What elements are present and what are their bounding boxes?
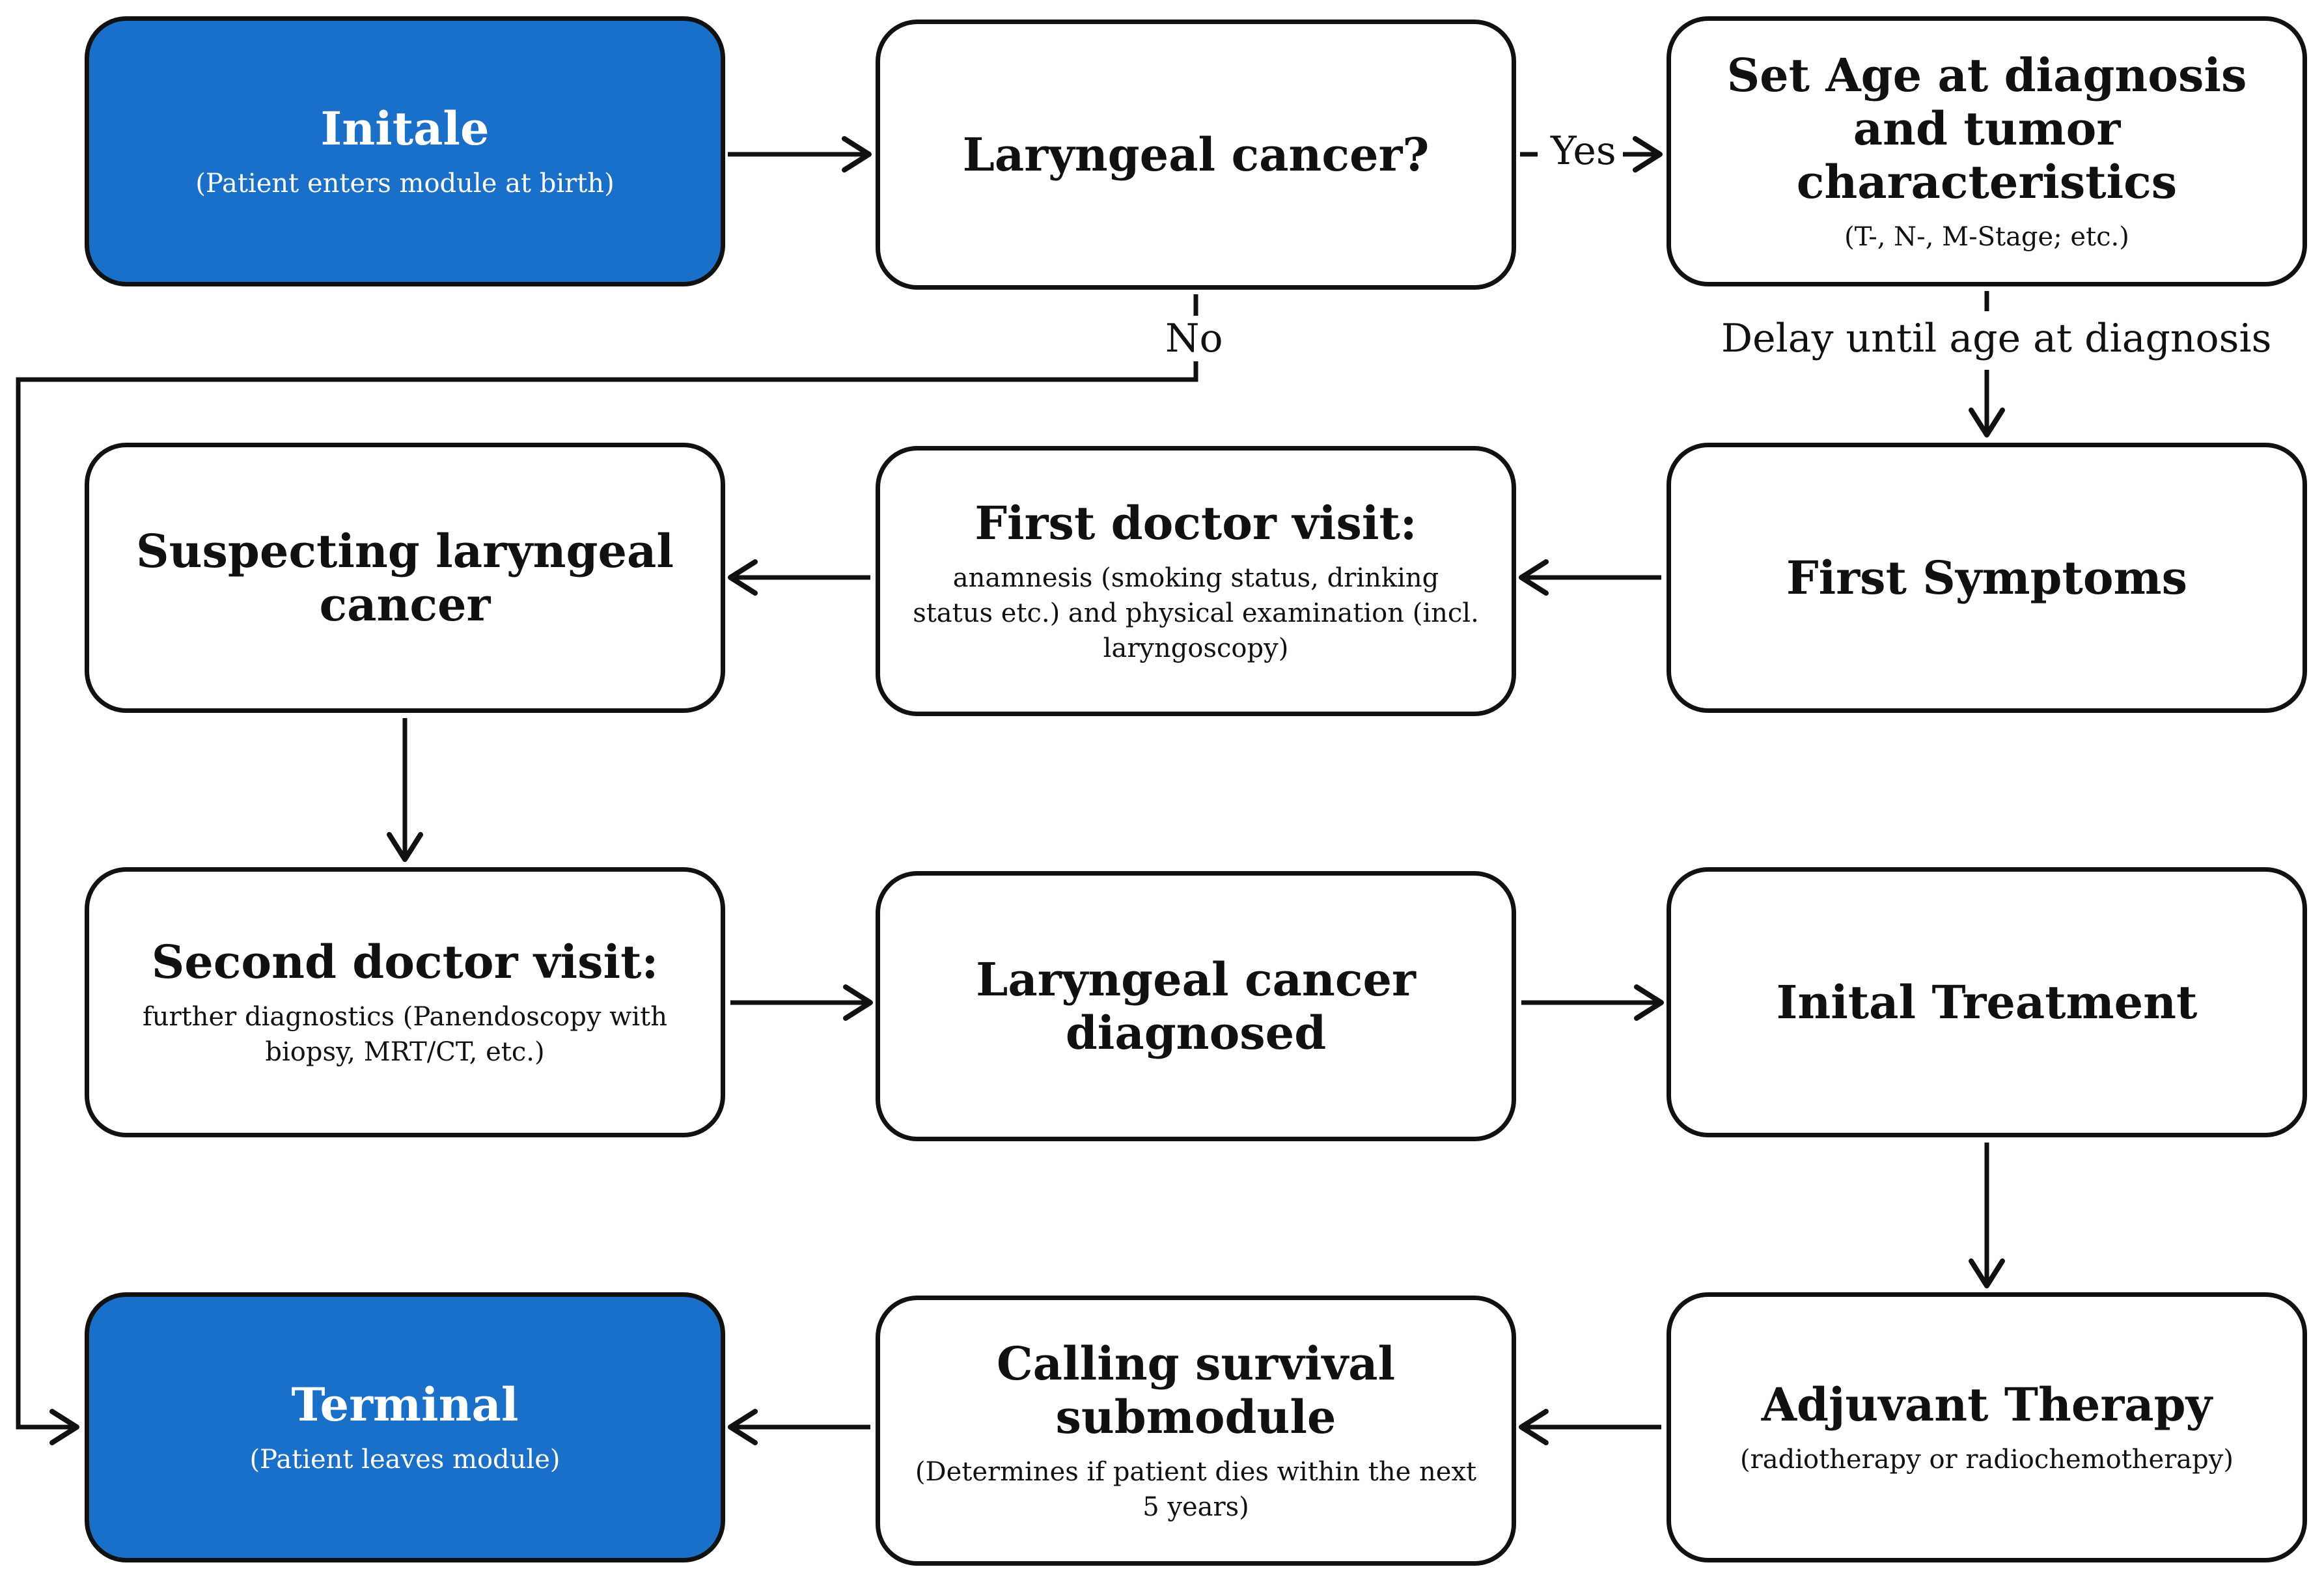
edge-label-no: No: [1159, 316, 1230, 361]
node-subtitle: (Determines if patient dies within the n…: [915, 1456, 1477, 1522]
edge-label-delay: Delay until age at diagnosis: [1712, 316, 2281, 361]
node-title: First doctor visit:: [975, 495, 1417, 550]
node-subtitle: (radiotherapy or radiochemotherapy): [1740, 1444, 2234, 1475]
node-title: Laryngeal cancer?: [962, 127, 1430, 182]
second-doctor-visit-node: Second doctor visit: further diagnostics…: [85, 867, 725, 1137]
node-subtitle: (Patient leaves module): [249, 1444, 560, 1475]
node-title: Set Age at diagnosis and tumor character…: [1726, 48, 2247, 209]
first-doctor-visit-node: First doctor visit: anamnesis (smoking s…: [876, 446, 1516, 716]
node-subtitle: (Patient enters module at birth): [195, 168, 615, 199]
node-title: First Symptoms: [1786, 550, 2188, 605]
terminal-node: Terminal (Patient leaves module): [85, 1292, 725, 1562]
node-title: Laryngeal cancer diagnosed: [976, 952, 1416, 1060]
initial-treatment-node: Inital Treatment: [1667, 867, 2307, 1137]
node-title: Calling survival submodule: [996, 1336, 1396, 1444]
node-subtitle: further diagnostics (Panendoscopy with b…: [142, 1001, 667, 1067]
node-subtitle: anamnesis (smoking status, drinking stat…: [913, 562, 1479, 663]
diagnosed-node: Laryngeal cancer diagnosed: [876, 871, 1516, 1141]
node-title: Inital Treatment: [1776, 975, 2198, 1029]
first-symptoms-node: First Symptoms: [1667, 443, 2307, 713]
node-title: Adjuvant Therapy: [1761, 1377, 2213, 1432]
node-subtitle: (T-, N-, M-Stage; etc.): [1844, 221, 2129, 252]
survival-submodule-node: Calling survival submodule (Determines i…: [876, 1296, 1516, 1566]
edge-label-yes: Yes: [1544, 128, 1623, 174]
initale-node: Initale (Patient enters module at birth): [85, 16, 725, 286]
node-title: Terminal: [291, 1377, 519, 1432]
node-title: Second doctor visit:: [151, 934, 659, 989]
adjuvant-therapy-node: Adjuvant Therapy (radiotherapy or radioc…: [1667, 1292, 2307, 1562]
suspecting-node: Suspecting laryngeal cancer: [85, 443, 725, 713]
node-title: Initale: [320, 101, 490, 156]
laryngeal-cancer-decision-node: Laryngeal cancer?: [876, 20, 1516, 290]
node-title: Suspecting laryngeal cancer: [136, 523, 674, 631]
set-age-node: Set Age at diagnosis and tumor character…: [1667, 16, 2307, 286]
